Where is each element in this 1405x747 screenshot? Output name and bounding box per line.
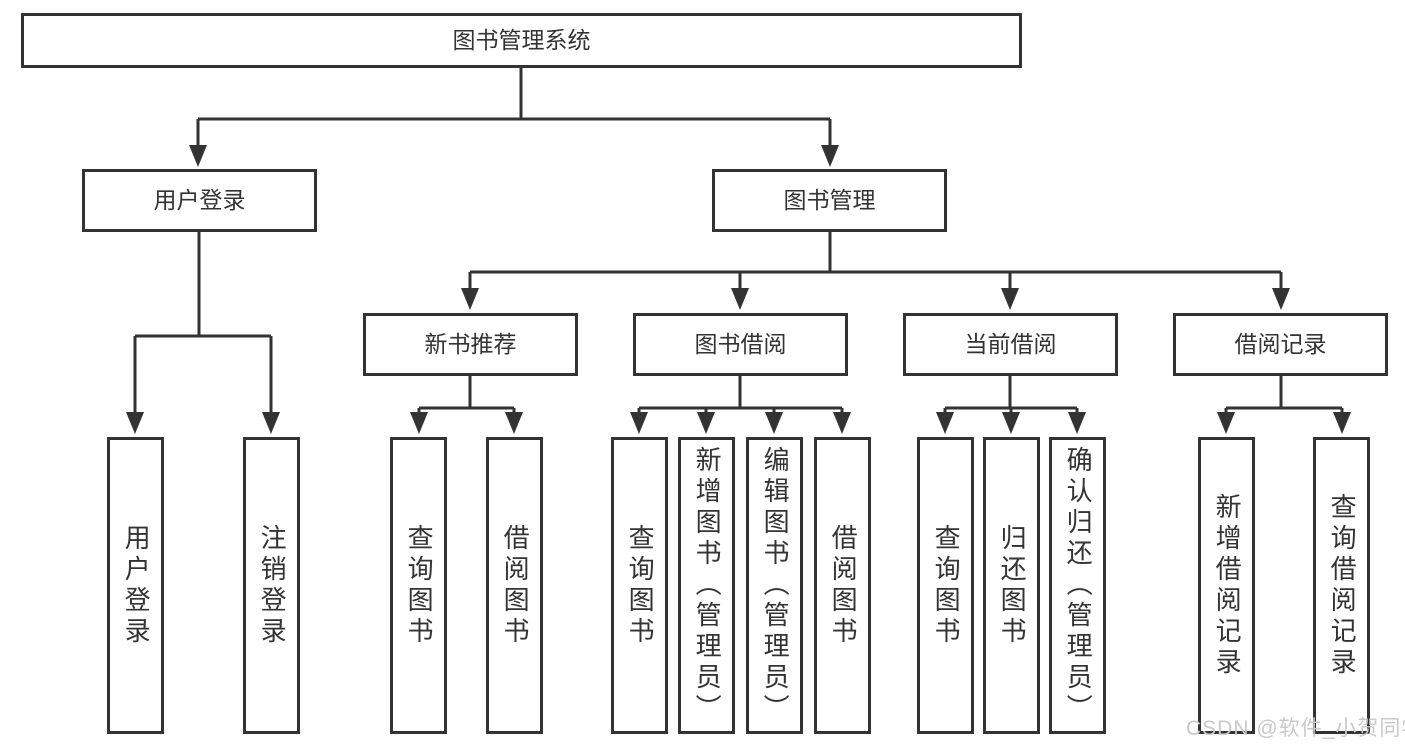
leaf-edit-book-admin-label: 编辑图书（管理员） xyxy=(760,446,791,725)
leaf-confirm-return-admin-label: 确认归还（管理员） xyxy=(1063,446,1094,725)
node-book-management-label: 图书管理 xyxy=(783,186,876,213)
node-borrow-record: 借阅记录 xyxy=(1173,313,1388,376)
leaf-add-book-admin: 新增图书（管理员） xyxy=(678,437,735,734)
leaf-borrow-book: 借阅图书 xyxy=(814,437,871,734)
leaf-add-borrow-record-label: 新增借阅记录 xyxy=(1212,492,1243,679)
node-new-book-recommend: 新书推荐 xyxy=(363,313,578,376)
connector-current-borrow-to-leaves xyxy=(936,376,1086,434)
leaf-query-book-current-label: 查询图书 xyxy=(931,523,962,648)
leaf-query-book-borrow-label: 查询图书 xyxy=(625,523,656,648)
connector-book-borrow-to-leaves xyxy=(630,376,851,434)
node-new-book-recommend-label: 新书推荐 xyxy=(424,330,517,357)
leaf-add-book-admin-label: 新增图书（管理员） xyxy=(692,446,723,725)
node-user-login-label: 用户登录 xyxy=(153,186,246,213)
leaf-query-book-borrow: 查询图书 xyxy=(611,437,668,734)
node-user-login: 用户登录 xyxy=(82,169,317,232)
leaf-query-book-current: 查询图书 xyxy=(917,437,974,734)
leaf-borrow-book-recommend: 借阅图书 xyxy=(486,437,543,734)
leaf-logout: 注销登录 xyxy=(243,437,300,734)
node-root-label: 图书管理系统 xyxy=(452,26,591,53)
node-root-library-system: 图书管理系统 xyxy=(21,13,1022,68)
leaf-edit-book-admin: 编辑图书（管理员） xyxy=(746,437,803,734)
node-book-borrow-label: 图书借阅 xyxy=(694,330,787,357)
connector-root-to-level2 xyxy=(189,68,839,167)
connector-borrow-record-to-leaves xyxy=(1217,376,1351,434)
leaf-borrow-book-recommend-label: 借阅图书 xyxy=(500,523,531,648)
leaf-return-book-label: 归还图书 xyxy=(997,523,1028,648)
leaf-query-book-recommend-label: 查询图书 xyxy=(404,523,435,648)
leaf-add-borrow-record: 新增借阅记录 xyxy=(1198,437,1255,734)
connector-user-login-to-leaves xyxy=(126,232,280,434)
leaf-borrow-book-label: 借阅图书 xyxy=(828,523,859,648)
leaf-query-borrow-record: 查询借阅记录 xyxy=(1313,437,1370,734)
leaf-user-login: 用户登录 xyxy=(107,437,164,734)
connector-book-mgmt-to-level3 xyxy=(461,232,1290,310)
leaf-return-book: 归还图书 xyxy=(983,437,1040,734)
leaf-user-login-label: 用户登录 xyxy=(121,523,152,648)
leaf-query-borrow-record-label: 查询借阅记录 xyxy=(1327,492,1358,679)
node-book-borrow: 图书借阅 xyxy=(633,313,848,376)
leaf-query-book-recommend: 查询图书 xyxy=(390,437,447,734)
connector-new-book-to-leaves xyxy=(410,376,523,434)
csdn-watermark: CSDN @软件_小贺同学 xyxy=(1186,717,1405,740)
node-current-borrow: 当前借阅 xyxy=(903,313,1118,376)
leaf-logout-label: 注销登录 xyxy=(257,523,288,648)
node-book-management: 图书管理 xyxy=(712,169,947,232)
node-borrow-record-label: 借阅记录 xyxy=(1234,330,1327,357)
node-current-borrow-label: 当前借阅 xyxy=(964,330,1057,357)
leaf-confirm-return-admin: 确认归还（管理员） xyxy=(1049,437,1106,734)
